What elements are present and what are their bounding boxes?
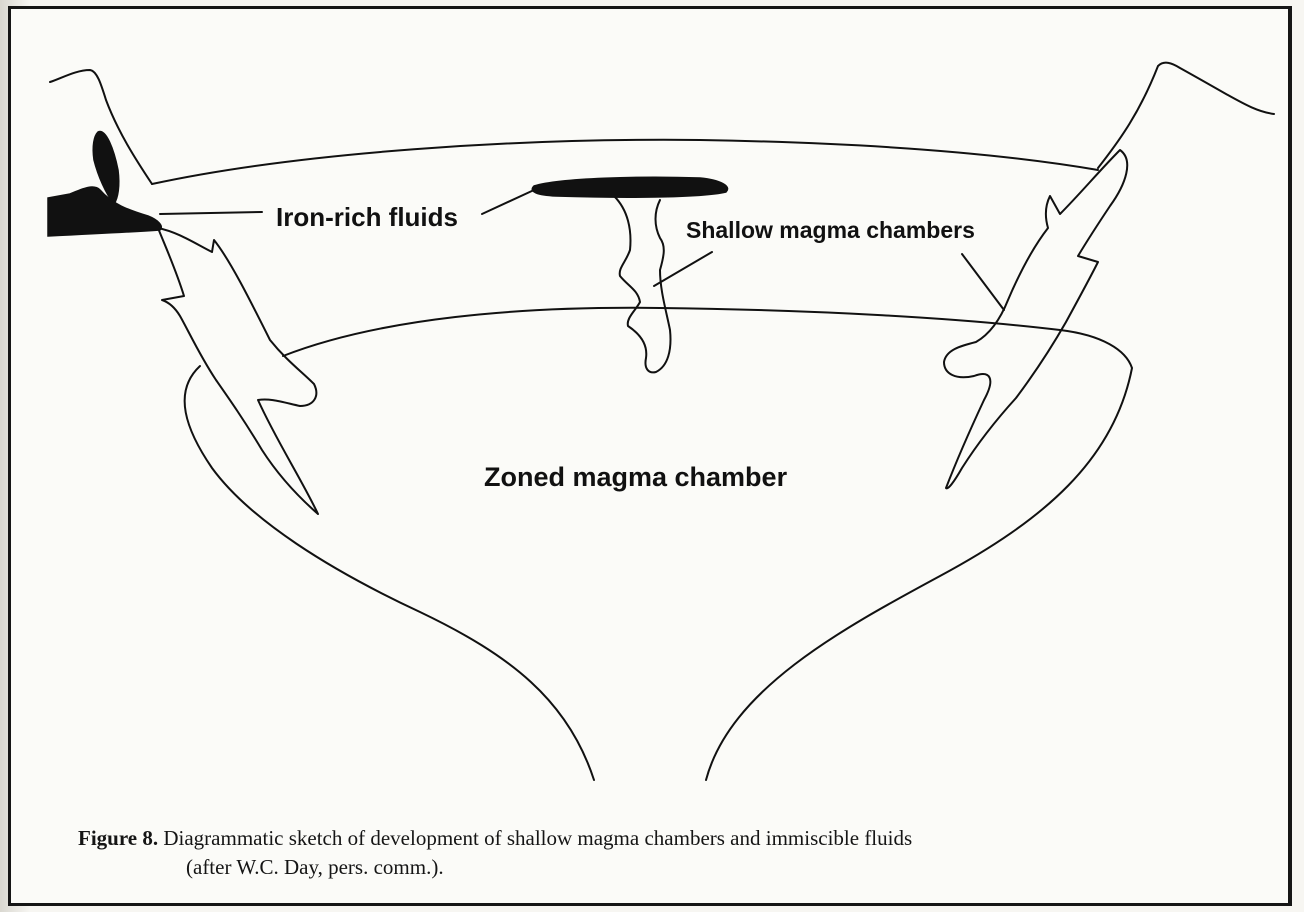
- figure-caption: Figure 8. Diagrammatic sketch of develop…: [78, 824, 1198, 882]
- central-magma-conduit: [614, 196, 670, 372]
- label-zoned-magma-chamber: Zoned magma chamber: [484, 462, 788, 492]
- right-mountain-outline: [1098, 63, 1274, 168]
- right-magma-dike: [944, 150, 1127, 488]
- figure-number: Figure 8.: [78, 826, 158, 850]
- iron-rich-fluids-leader-center: [482, 190, 534, 214]
- iron-rich-fluids-leader-left: [160, 212, 262, 214]
- label-shallow-magma-chambers: Shallow magma chambers: [686, 217, 975, 243]
- zoned-magma-chamber-outline: [283, 308, 1132, 780]
- shallow-chambers-leader-right: [962, 254, 1004, 310]
- iron-fluid-body-left: [48, 187, 161, 236]
- caption-text-line1: Diagrammatic sketch of development of sh…: [163, 826, 912, 850]
- iron-fluid-cap-center: [532, 177, 727, 197]
- zoned-magma-chamber-left-wall: [185, 366, 594, 780]
- label-iron-rich-fluids: Iron-rich fluids: [276, 202, 458, 232]
- left-magma-dike: [158, 228, 318, 514]
- caption-text-line2: (after W.C. Day, pers. comm.).: [78, 853, 1198, 882]
